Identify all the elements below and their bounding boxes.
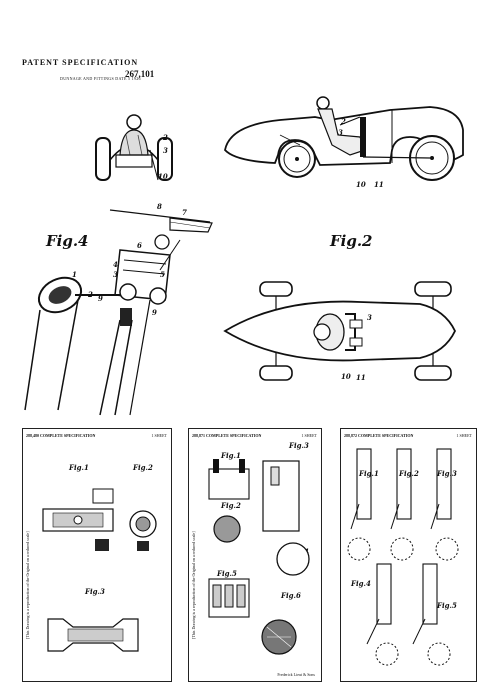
fig4-label-8: 8: [157, 202, 162, 211]
drawing-sheet-3: 288,872 COMPLETE SPECIFICATION 1 SHEET F…: [340, 428, 477, 682]
sheet-2-page: 1 SHEET: [301, 433, 317, 438]
fig4-label: Fig.4: [46, 232, 89, 250]
front-label-2: 2: [163, 133, 168, 142]
sheet-3-page: 1 SHEET: [456, 433, 472, 438]
sheet-2-fig6: Fig.6: [281, 591, 301, 600]
fig2-label: Fig.2: [330, 232, 373, 250]
front-label-3: 3: [163, 146, 168, 155]
sheet-3-fig2: Fig.2: [399, 469, 419, 478]
side-label-2: 2: [341, 117, 346, 126]
fig4-drawing: [24, 209, 213, 416]
sheet-3-fig1: Fig.1: [359, 469, 379, 478]
sheet-2-footer: Frederick Lieut & Sons: [277, 672, 315, 677]
car-front-view: [95, 114, 173, 181]
sheet-1-fig2: Fig.2: [133, 463, 153, 472]
fig4-label-2: 2: [88, 290, 93, 299]
sheet-2-fig5: Fig.5: [217, 569, 237, 578]
sheet-1-header: 288,480 COMPLETE SPECIFICATION: [26, 433, 96, 438]
fig4-label-6: 6: [137, 241, 142, 250]
fig4-label-9a: 9: [98, 294, 103, 303]
sheet-1-fig3: Fig.3: [85, 587, 105, 596]
fig2-label-11: 11: [356, 373, 366, 382]
fig2-drawing: [223, 281, 456, 381]
sheet-1-drawing: [42, 488, 157, 652]
patent-title: PATENT SPECIFICATION: [22, 58, 139, 67]
sheet-3-drawing: [347, 448, 459, 666]
side-label-11: 11: [374, 180, 384, 189]
drawing-sheet-1: 288,480 COMPLETE SPECIFICATION 1 SHEET […: [22, 428, 172, 682]
sheet-2-fig1: Fig.1: [221, 451, 241, 460]
sheet-1-fig1: Fig.1: [69, 463, 89, 472]
side-label-10: 10: [356, 180, 366, 189]
patent-number: 267,101: [125, 69, 155, 79]
fig4-label-3: 3: [113, 270, 118, 279]
front-label-10: 10: [158, 172, 168, 181]
car-side-view: [224, 96, 464, 181]
fig4-label-1: 1: [72, 270, 77, 279]
sheet-3-fig3: Fig.3: [437, 469, 457, 478]
sheet-2-side-note: [This Drawing is a reproduction of the O…: [191, 531, 196, 639]
sheet-1-page: 1 SHEET: [151, 433, 167, 438]
sheet-2-drawing: [208, 459, 310, 655]
fig4-label-5: 5: [160, 270, 165, 279]
sheet-2-fig3: Fig.3: [289, 441, 309, 450]
fig2-label-3: 3: [367, 313, 372, 322]
fig4-label-4: 4: [113, 260, 118, 269]
sheet-3-fig4: Fig.4: [351, 579, 371, 588]
sheet-3-header: 288,872 COMPLETE SPECIFICATION: [344, 433, 414, 438]
sheet-3-fig5: Fig.5: [437, 601, 457, 610]
fig4-label-7: 7: [182, 208, 187, 217]
fig4-label-9b: 9: [152, 308, 157, 317]
drawing-sheet-2: 288,871 COMPLETE SPECIFICATION 1 SHEET […: [188, 428, 322, 682]
sheet-1-side-note: [This Drawing is a reproduction of the O…: [25, 531, 30, 639]
fig2-label-10: 10: [341, 372, 351, 381]
sheet-2-header: 288,871 COMPLETE SPECIFICATION: [192, 433, 262, 438]
patent-subtitle: DUNNAGE AND FITTINGS DATE 5 1926: [60, 76, 141, 81]
side-label-3: 3: [338, 128, 343, 137]
sheet-2-fig2: Fig.2: [221, 501, 241, 510]
